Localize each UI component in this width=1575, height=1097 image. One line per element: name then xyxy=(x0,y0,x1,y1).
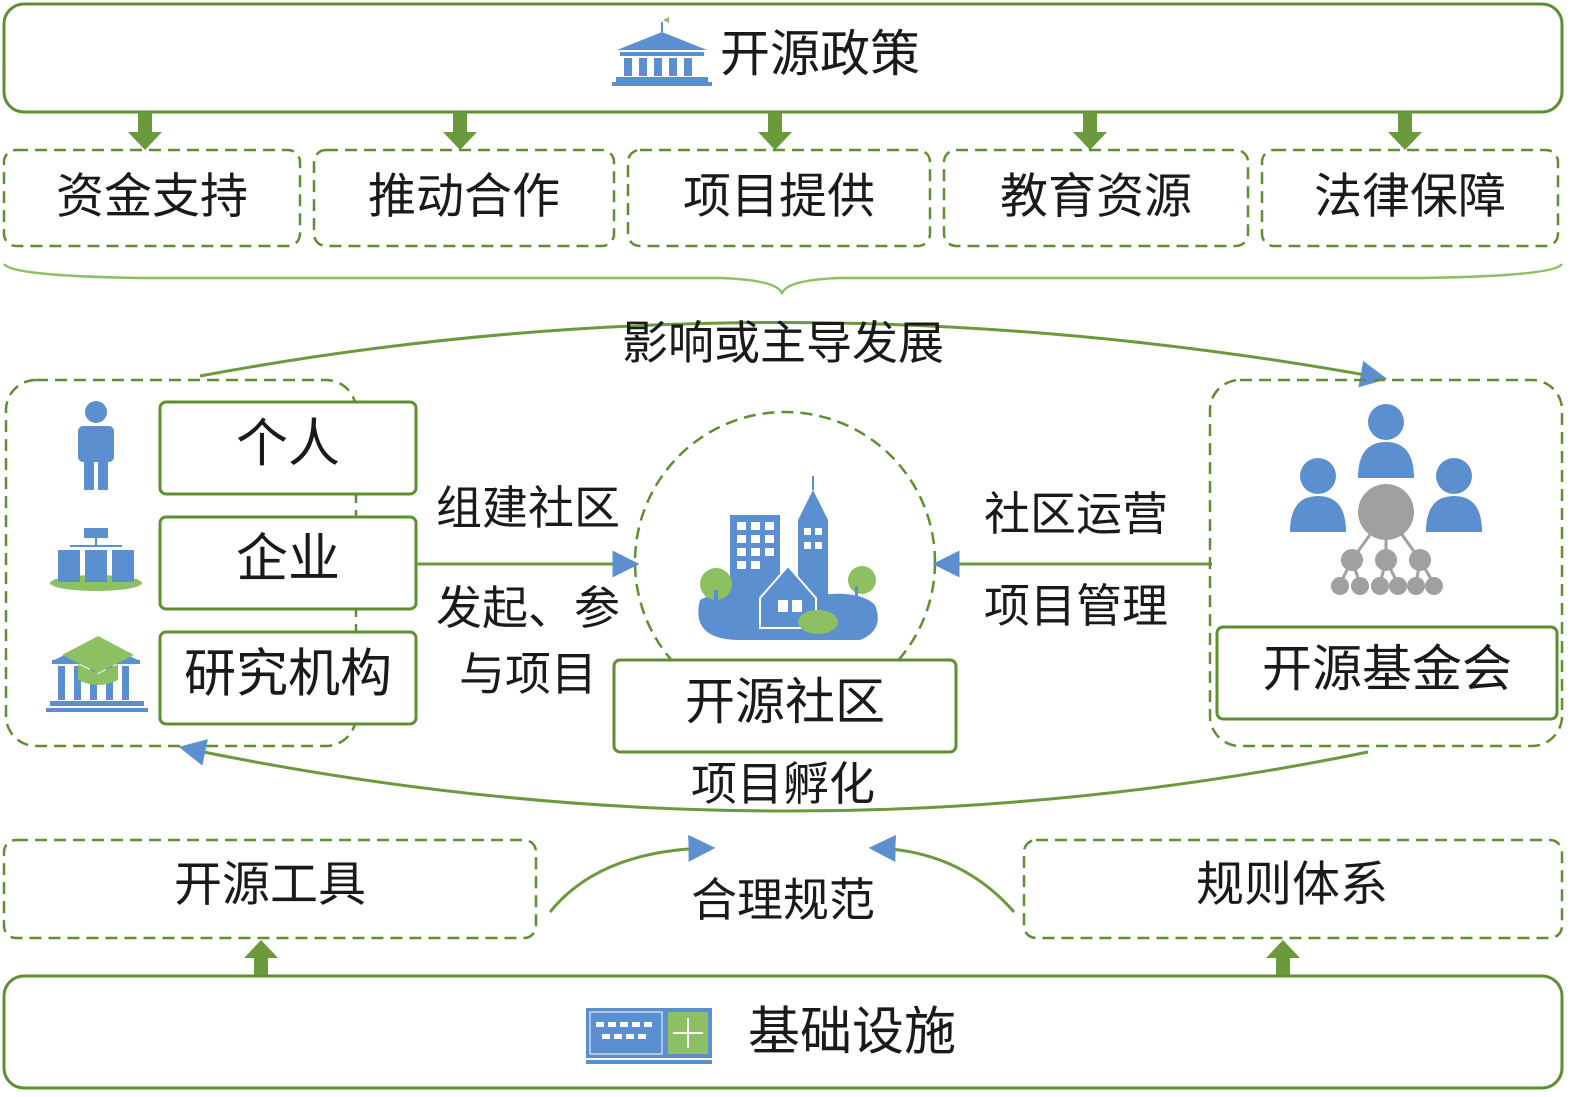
foundation-box xyxy=(1215,625,1559,721)
norms-label: 合理规范 xyxy=(691,873,875,927)
network-switch-icon xyxy=(586,1008,712,1064)
person-icon xyxy=(78,401,114,490)
policy-title: 开源政策 xyxy=(720,25,920,83)
policy-item-box xyxy=(312,148,616,248)
organization-icon xyxy=(1290,404,1482,595)
server-icon xyxy=(50,528,142,591)
policy-item-box xyxy=(942,148,1250,248)
down-arrow-icon xyxy=(1073,112,1107,150)
policy-item-label: 资金支持 xyxy=(56,169,248,225)
norms-arrow-left xyxy=(548,834,716,913)
rules-box xyxy=(1022,838,1564,940)
policy-item-box xyxy=(1260,148,1560,248)
participant-label: 研究机构 xyxy=(184,645,392,705)
policy-brace xyxy=(2,263,1564,295)
policy-items: 资金支持 推动合作 项目提供 教育资源 法律保障 xyxy=(2,148,1560,248)
policy-item-label: 法律保障 xyxy=(1314,169,1506,225)
policy-item-box xyxy=(626,148,932,248)
participant-box xyxy=(158,400,418,496)
initiate-label-line2: 与项目 xyxy=(459,647,597,701)
policy-item-label: 教育资源 xyxy=(1000,169,1192,225)
incubation-label: 项目孵化 xyxy=(691,757,875,811)
foundation-group xyxy=(1208,378,1564,748)
down-arrow-icon xyxy=(443,112,477,150)
tools-label: 开源工具 xyxy=(174,857,366,913)
policy-item-label: 项目提供 xyxy=(683,169,875,225)
mgmt-label: 项目管理 xyxy=(984,579,1168,633)
participants-group xyxy=(4,378,358,748)
participant-label: 企业 xyxy=(236,530,340,590)
influence-label: 影响或主导发展 xyxy=(622,316,944,370)
up-arrow-icon xyxy=(244,940,278,978)
incubation-arrow xyxy=(178,739,1369,813)
foundation-title: 开源基金会 xyxy=(1262,640,1512,698)
down-arrow-icon xyxy=(1388,112,1422,150)
city-icon xyxy=(698,476,878,640)
build-label: 组建社区 xyxy=(436,481,620,535)
infra-label: 基础设施 xyxy=(748,1003,956,1063)
initiate-label-line1: 发起、参 xyxy=(436,581,620,635)
policy-item-box xyxy=(2,148,302,248)
community-box xyxy=(612,658,958,754)
down-arrow-icon xyxy=(128,112,162,150)
bank-icon xyxy=(612,17,712,86)
down-arrow-icon xyxy=(758,112,792,150)
policy-item-label: 推动合作 xyxy=(368,169,560,225)
academy-icon xyxy=(46,636,148,712)
ops-label: 社区运营 xyxy=(984,487,1168,541)
participant-box xyxy=(158,630,418,726)
policy-arrows xyxy=(128,112,1422,150)
infra-box xyxy=(2,974,1564,1090)
participant-label: 个人 xyxy=(236,415,340,475)
influence-arrow xyxy=(199,321,1388,388)
tools-box xyxy=(2,838,538,940)
norms-arrow-right xyxy=(868,835,1016,913)
up-arrow-icon xyxy=(1266,940,1300,978)
rules-label: 规则体系 xyxy=(1196,857,1388,913)
policy-box xyxy=(2,2,1564,114)
community-title: 开源社区 xyxy=(685,673,885,731)
